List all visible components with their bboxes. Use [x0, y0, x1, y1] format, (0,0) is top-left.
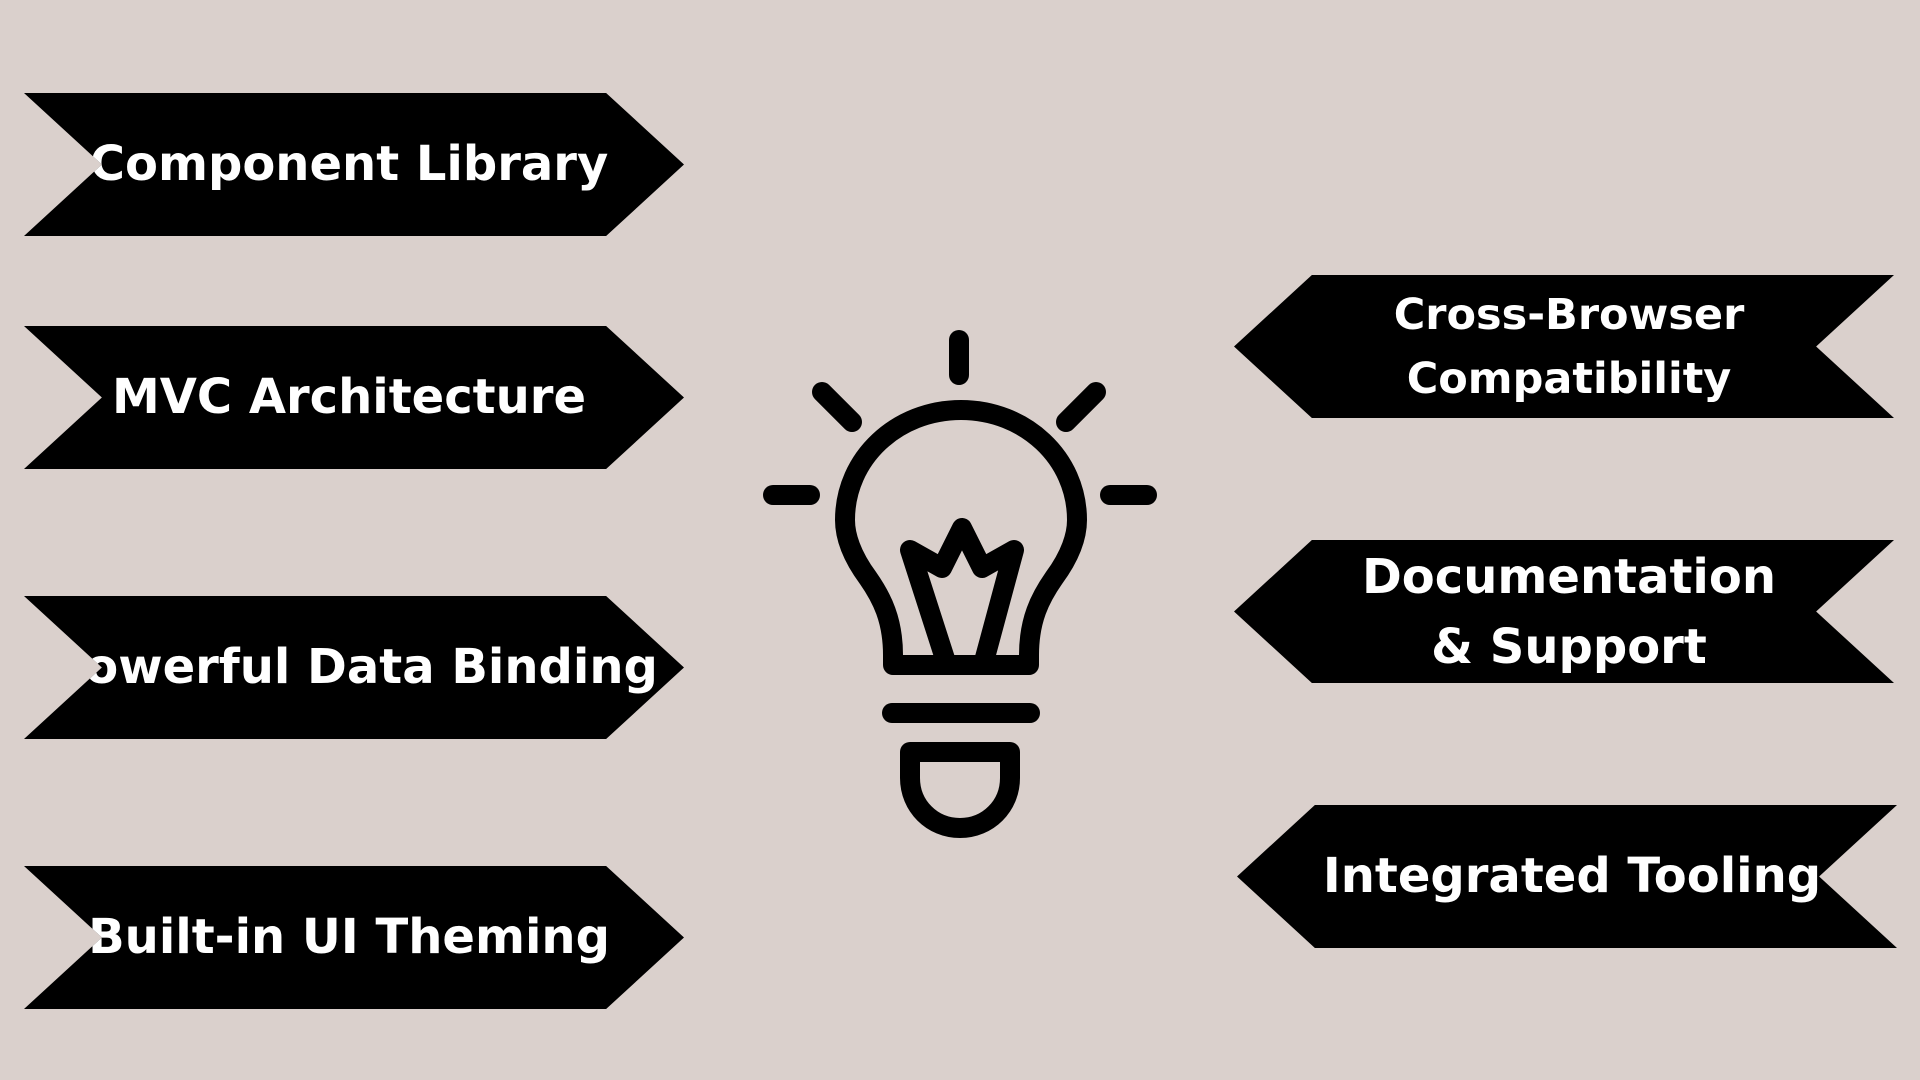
bulb-base-cap: [900, 742, 1020, 838]
banner-label: Built-in UI Theming: [88, 909, 610, 966]
banner-component-library: Component Library: [24, 93, 684, 236]
banner-powerful-data-binding: Powerful Data Binding: [24, 596, 684, 739]
banner-cross-browser-compatibility: Cross-Browser Compatibility: [1234, 275, 1894, 418]
banner-label: Powerful Data Binding: [50, 639, 658, 696]
banner-label-line-1: Cross-Browser: [1393, 289, 1745, 340]
banner-label: MVC Architecture: [111, 369, 587, 426]
banner-built-in-ui-theming: Built-in UI Theming: [24, 866, 684, 1009]
banner-label-line-2: & Support: [1431, 618, 1707, 675]
lightbulb-icon: [763, 330, 1157, 838]
banner-mvc-architecture: MVC Architecture: [24, 326, 684, 469]
banner-label: Cross-Browser Compatibility: [1394, 283, 1745, 411]
banner-label-line-1: Documentation: [1361, 548, 1777, 605]
bulb-glass: [835, 400, 1087, 675]
filament: [900, 518, 1024, 675]
banner-label: Documentation & Support: [1362, 542, 1776, 682]
banner-label: Integrated Tooling: [1322, 848, 1822, 905]
light-ray: [812, 382, 862, 432]
banner-integrated-tooling: Integrated Tooling: [1237, 805, 1897, 948]
banner-documentation-support: Documentation & Support: [1234, 540, 1894, 683]
banner-label: Component Library: [89, 136, 609, 193]
banner-label-line-2: Compatibility: [1406, 353, 1732, 404]
light-ray: [1056, 382, 1106, 432]
